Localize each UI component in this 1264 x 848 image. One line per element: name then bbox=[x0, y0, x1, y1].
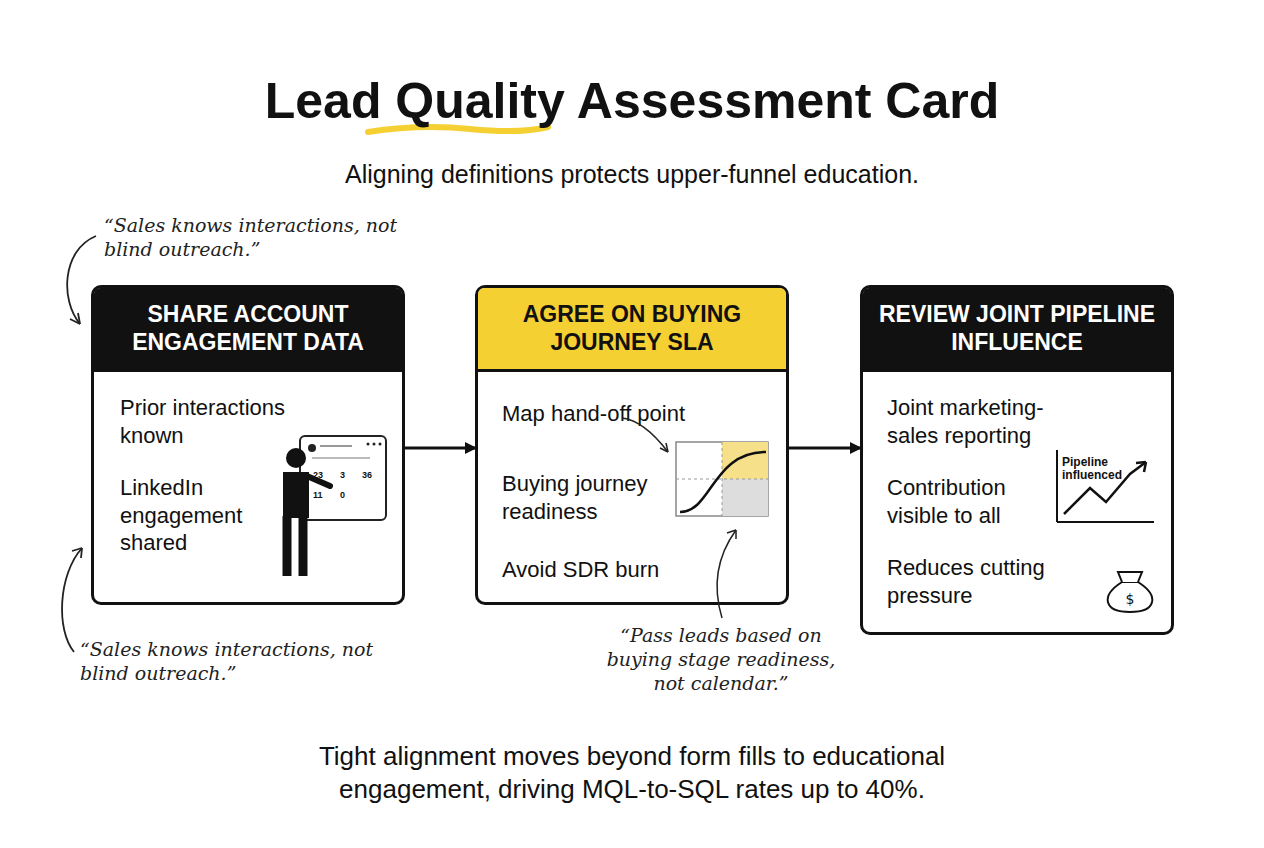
screen-number: 36 bbox=[362, 470, 382, 480]
callout-arrowhead bbox=[72, 548, 82, 558]
card-header: REVIEW JOINT PIPELINE INFLUENCE bbox=[863, 288, 1171, 372]
callout-arrow bbox=[67, 236, 96, 324]
process-card: SHARE ACCOUNT ENGAGEMENT DATA Prior inter… bbox=[91, 285, 405, 605]
screen-number: 3 bbox=[340, 470, 356, 480]
process-card: AGREE ON BUYING JOURNEY SLA Map hand-off … bbox=[475, 285, 789, 605]
callout-arrowhead bbox=[70, 313, 80, 324]
screen-number: 11 bbox=[313, 490, 333, 500]
card-item: Joint marketing-sales reporting bbox=[887, 394, 1083, 449]
card-heading: AGREE ON BUYING JOURNEY SLA bbox=[488, 301, 776, 356]
card-item: Avoid SDR burn bbox=[502, 556, 752, 584]
readiness-chart bbox=[676, 442, 768, 516]
card-item: Map hand-off point bbox=[502, 400, 722, 428]
screen-number: 23 bbox=[313, 470, 333, 480]
presenter-figure bbox=[283, 436, 386, 576]
subtitle: Aligning definitions protects upper-funn… bbox=[0, 160, 1264, 189]
leader-arrowhead bbox=[660, 443, 668, 452]
title-underline bbox=[368, 127, 548, 132]
money-bag-icon: $ bbox=[1108, 572, 1153, 612]
flow-arrow bbox=[789, 447, 860, 450]
card-item: Contribution visible to all bbox=[887, 474, 1057, 529]
card-header: AGREE ON BUYING JOURNEY SLA bbox=[478, 288, 786, 372]
leader-arrowhead bbox=[727, 530, 736, 539]
callout-quote: “Pass leads based on buying stage readin… bbox=[596, 624, 846, 695]
svg-text:$: $ bbox=[1126, 591, 1135, 607]
callout-quote: “Sales knows interactions, not blind out… bbox=[104, 214, 404, 262]
screen-number: 0 bbox=[340, 490, 356, 500]
callout-quote: “Sales knows interactions, not blind out… bbox=[80, 638, 380, 686]
card-item: Prior interactions known bbox=[120, 394, 330, 449]
card-heading: REVIEW JOINT PIPELINE INFLUENCE bbox=[873, 301, 1161, 356]
caption: Tight alignment moves beyond form fills … bbox=[252, 740, 1012, 805]
card-heading: SHARE ACCOUNT ENGAGEMENT DATA bbox=[104, 301, 392, 356]
leader-line bbox=[717, 530, 736, 618]
card-item: Buying journey readiness bbox=[502, 470, 667, 525]
leader-line bbox=[622, 418, 668, 452]
chart-label: Pipeline influenced bbox=[1062, 456, 1142, 482]
title: Lead Quality Assessment Card bbox=[0, 72, 1264, 130]
flow-arrow bbox=[405, 447, 475, 450]
card-item: Reduces cutting pressure bbox=[887, 554, 1087, 609]
callout-arrow bbox=[62, 548, 82, 652]
pipeline-chart bbox=[1057, 450, 1154, 522]
card-header: SHARE ACCOUNT ENGAGEMENT DATA bbox=[94, 288, 402, 372]
card-item: LinkedIn engagement shared bbox=[120, 474, 272, 557]
process-card: REVIEW JOINT PIPELINE INFLUENCE Joint mar… bbox=[860, 285, 1174, 635]
